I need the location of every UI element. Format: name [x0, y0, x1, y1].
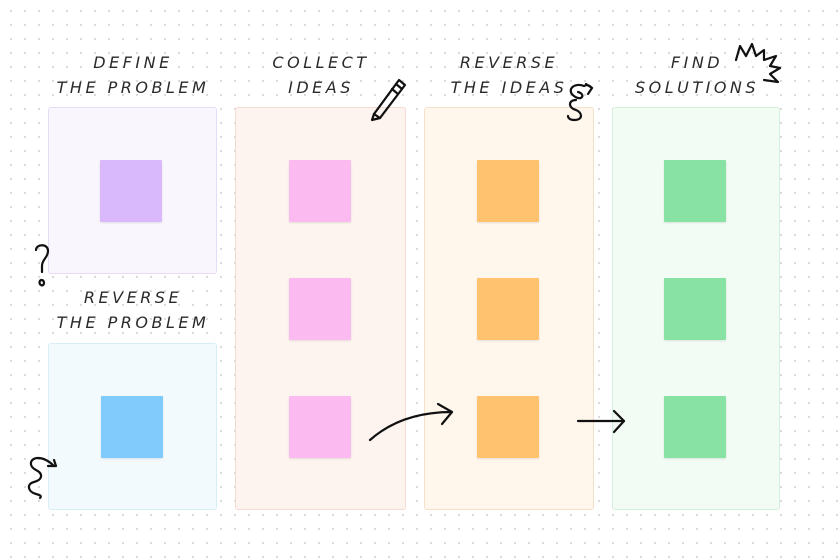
heading-line: SOLUTIONS: [634, 78, 760, 97]
heading-line: DEFINE: [93, 53, 173, 72]
heading-line: IDEAS: [288, 78, 354, 97]
question-mark-icon: [34, 244, 50, 287]
sticky-note-solutions-2[interactable]: [664, 278, 726, 340]
heading-line: THE PROBLEM: [56, 78, 210, 97]
heading-line: FIND: [670, 53, 724, 72]
sticky-note-reverse-ideas-2[interactable]: [477, 278, 539, 340]
heading-line: REVERSE: [459, 53, 559, 72]
heading-define-the-problem: DEFINE THE PROBLEM: [48, 50, 218, 100]
sticky-note-define[interactable]: [100, 160, 162, 222]
heading-reverse-the-ideas: REVERSE THE IDEAS: [424, 50, 594, 100]
squiggle-icon: [27, 456, 58, 500]
heading-collect-ideas: COLLECT IDEAS: [236, 50, 406, 100]
sticky-note-solutions-1[interactable]: [664, 160, 726, 222]
heading-line: REVERSE: [83, 288, 183, 307]
curved-arrow-icon: [368, 402, 454, 442]
sticky-note-reverse-ideas-3[interactable]: [477, 396, 539, 458]
squiggle-icon: [566, 82, 594, 122]
heading-find-solutions: FIND SOLUTIONS: [612, 50, 782, 100]
sticky-note-collect-3[interactable]: [289, 396, 351, 458]
pencil-icon: [370, 78, 407, 122]
heading-line: THE IDEAS: [450, 78, 568, 97]
straight-arrow-icon: [576, 409, 626, 434]
sticky-note-collect-1[interactable]: [289, 160, 351, 222]
heading-line: THE PROBLEM: [56, 313, 210, 332]
sticky-note-collect-2[interactable]: [289, 278, 351, 340]
heading-reverse-the-problem: REVERSE THE PROBLEM: [48, 285, 218, 335]
sticky-note-solutions-3[interactable]: [664, 396, 726, 458]
sticky-note-reverse-problem[interactable]: [101, 396, 163, 458]
sticky-note-reverse-ideas-1[interactable]: [477, 160, 539, 222]
scribble-icon: [734, 42, 782, 84]
heading-line: COLLECT: [272, 53, 370, 72]
